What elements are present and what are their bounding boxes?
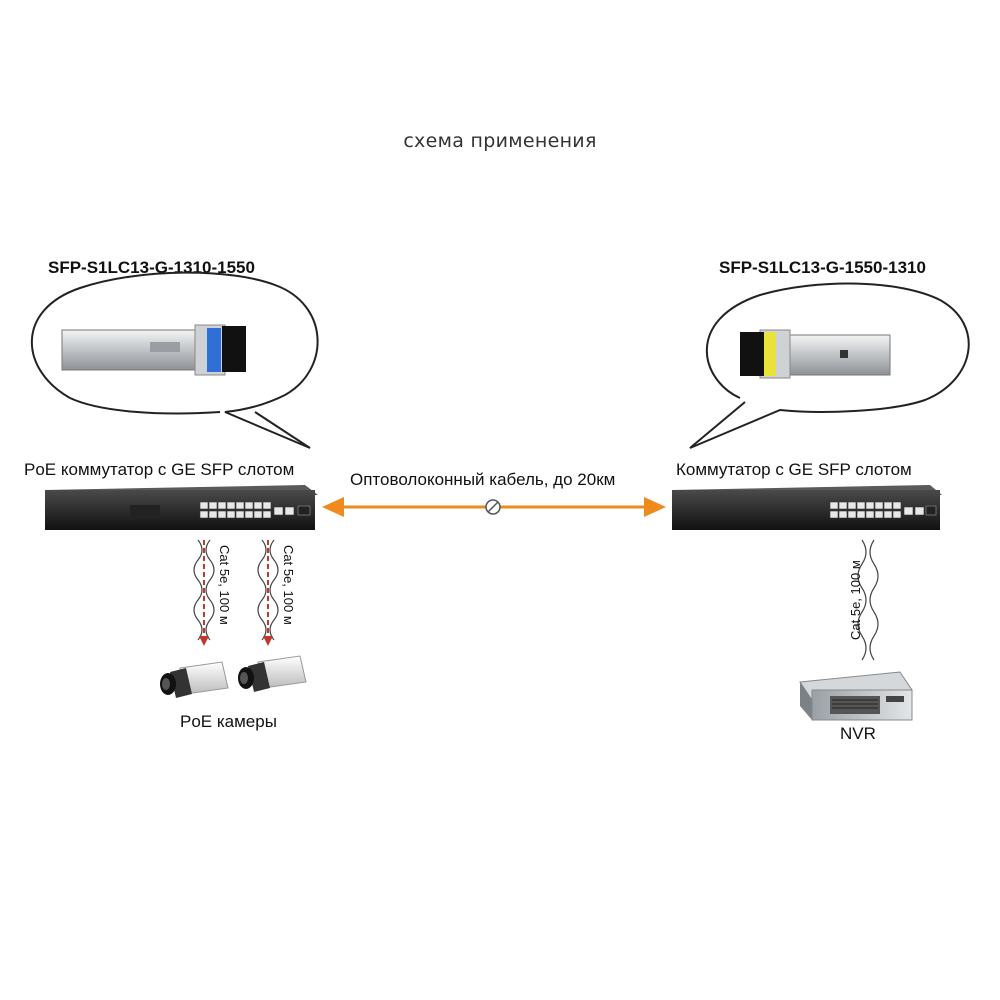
left-cable-1 — [193, 539, 215, 646]
right-switch — [672, 485, 942, 530]
right-sfp-module — [740, 329, 891, 379]
fiber-cable-arrow — [322, 497, 666, 517]
poe-cameras-label: PoE камеры — [180, 712, 277, 731]
left-cable-1-label: Cat 5e, 100 м — [217, 545, 232, 625]
poe-camera-2 — [238, 655, 307, 692]
left-switch-label: PoE коммутатор с GE SFP слотом — [24, 460, 295, 479]
right-switch-label: Коммутатор с GE SFP слотом — [676, 460, 912, 479]
nvr-label: NVR — [840, 724, 876, 743]
fiber-label: Оптоволоконный кабель, до 20км — [350, 470, 616, 489]
poe-camera-1 — [160, 661, 229, 698]
left-poe-switch — [45, 485, 318, 530]
left-cable-2-label: Cat 5e, 100 м — [281, 545, 296, 625]
nvr-device — [799, 671, 913, 721]
right-cable — [857, 539, 879, 661]
right-cable-label: Cat 5e, 100 м — [848, 560, 863, 640]
left-sfp-module — [61, 324, 246, 376]
right-module-name: SFP-S1LC13-G-1550-1310 — [719, 258, 926, 277]
diagram-title: схема применения — [403, 130, 597, 152]
left-cable-2 — [257, 539, 279, 646]
